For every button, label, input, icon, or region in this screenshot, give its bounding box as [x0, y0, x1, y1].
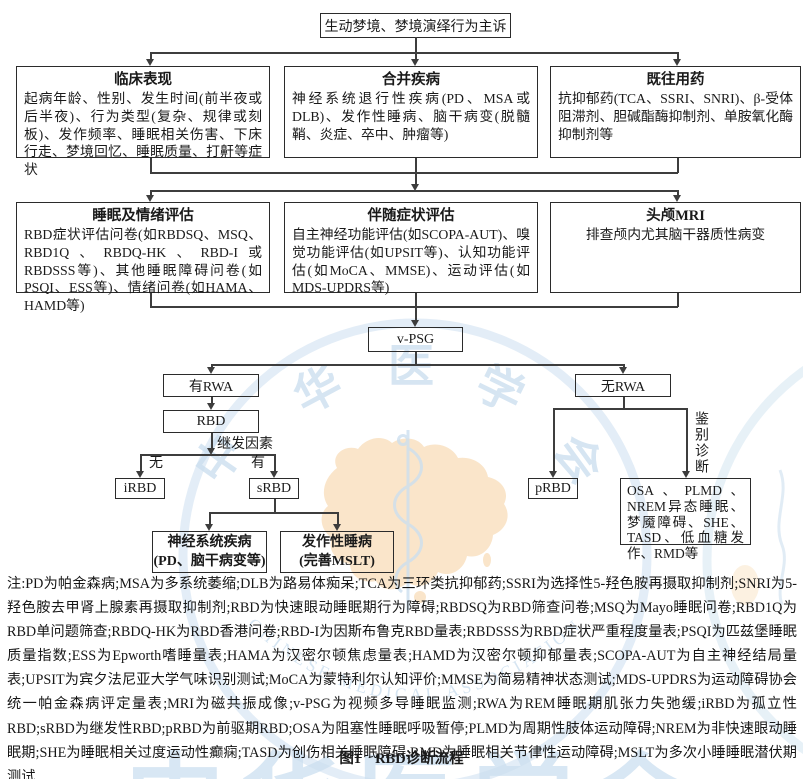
- box-accompanying-assessment: 伴随症状评估 自主神经功能评估(如SCOPA-AUT)、嗅觉功能评估(如UPSI…: [284, 202, 538, 295]
- flow-arrowhead: [145, 195, 154, 202]
- box-rbd: RBD: [163, 410, 259, 433]
- box-rwa-present: 有RWA: [163, 374, 259, 397]
- box-sleep-emotion-body: RBD症状评估问卷(如RBDSQ、MSQ、RBD1Q、RBDQ-HK、RBD-I…: [24, 227, 262, 314]
- connector-line: [150, 52, 678, 54]
- connector-line: [677, 293, 679, 307]
- label-yes: 有: [251, 456, 265, 471]
- connector-line: [623, 364, 625, 368]
- box-comorbid: 合并疾病 神经系统退行性疾病(PD、MSA或DLB)、发作性睡病、脑干病变(脱髓…: [284, 66, 538, 158]
- connector-line: [677, 52, 679, 60]
- box-medication-body: 抗抑郁药(TCA、SSRI、SNRI)、β-受体阻滞剂、胆碱酯酶抑制剂、单胺氧化…: [558, 91, 793, 142]
- box-medication: 既往用药 抗抑郁药(TCA、SSRI、SNRI)、β-受体阻滞剂、胆碱酯酶抑制剂…: [550, 66, 801, 158]
- flow-arrowhead: [681, 471, 690, 478]
- flow-arrowhead: [672, 59, 681, 66]
- connector-line: [211, 433, 213, 449]
- connector-line: [211, 364, 213, 368]
- flow-arrowhead: [206, 367, 215, 374]
- box-mri: 头颅MRI 排查颅内尤其脑干器质性病变: [550, 202, 801, 293]
- label-differential-diagnosis: 鉴别诊断: [693, 411, 708, 475]
- connector-line: [150, 293, 152, 307]
- box-rwa-absent: 无RWA: [575, 374, 671, 397]
- flow-arrowhead: [410, 320, 419, 327]
- box-clinical: 临床表现 起病年龄、性别、发生时间(前半夜或后半夜)、行为类型(复杂、规律或刻板…: [16, 66, 270, 177]
- box-sleep-emotion-title: 睡眠及情绪评估: [92, 208, 194, 224]
- box-neuro-line1: 神经系统疾病: [167, 535, 252, 550]
- connector-line: [211, 364, 624, 366]
- box-comorbid-title: 合并疾病: [382, 72, 440, 88]
- flow-arrowhead: [618, 367, 627, 374]
- flow-arrowhead: [548, 471, 557, 478]
- connector-line: [677, 190, 679, 196]
- connector-line: [686, 408, 688, 472]
- connector-line: [150, 158, 152, 173]
- connector-line: [415, 37, 417, 59]
- connector-line: [274, 499, 276, 513]
- connector-line: [623, 397, 625, 409]
- box-differential: OSA、PLMD、NREM异态睡眠、梦魇障碍、SHE、TASD、低血糖发作、RM…: [620, 478, 751, 561]
- flow-arrowhead: [269, 471, 278, 478]
- box-clinical-body: 起病年龄、性别、发生时间(前半夜或后半夜)、行为类型(复杂、规律或刻板)、发作频…: [24, 91, 262, 178]
- figure-notes: 注:PD为帕金森病;MSA为多系统萎缩;DLB为路易体痴呆;TCA为三环类抗抑郁…: [7, 576, 797, 779]
- box-irbd: iRBD: [115, 478, 165, 499]
- connector-line: [677, 158, 679, 173]
- box-accompanying-body: 自主神经功能评估(如SCOPA-AUT)、嗅觉功能评估(如UPSIT等)、认知功…: [292, 227, 530, 296]
- flow-arrowhead: [410, 184, 419, 191]
- flow-arrowhead: [206, 403, 215, 410]
- box-srbd: sRBD: [249, 478, 299, 499]
- box-clinical-title: 临床表现: [114, 72, 172, 88]
- connector-line: [150, 172, 678, 174]
- flow-arrowhead: [206, 448, 215, 455]
- box-medication-title: 既往用药: [646, 72, 705, 88]
- box-accompanying-title: 伴随症状评估: [367, 208, 455, 224]
- flow-arrowhead: [410, 59, 419, 66]
- figure-caption-title: RBD诊断流程: [375, 751, 464, 767]
- box-prbd: pRBD: [528, 478, 578, 499]
- box-narcolepsy-line1: 发作性睡病: [302, 535, 372, 550]
- connector-line: [150, 306, 678, 308]
- connector-line: [415, 293, 417, 307]
- box-narcolepsy-line2: (完善MSLT): [299, 554, 375, 569]
- connector-line: [274, 454, 276, 472]
- connector-line: [211, 397, 213, 404]
- connector-line: [150, 190, 678, 192]
- flow-arrowhead: [332, 524, 341, 531]
- flow-arrowhead: [145, 59, 154, 66]
- connector-line: [209, 512, 211, 525]
- box-vpsg: v-PSG: [368, 327, 463, 352]
- connector-line: [415, 158, 417, 173]
- connector-line: [140, 454, 142, 472]
- flow-arrowhead: [204, 524, 213, 531]
- flow-arrowhead: [672, 195, 681, 202]
- figure-caption-label: 图1: [339, 751, 362, 767]
- box-mri-title: 头颅MRI: [646, 208, 705, 224]
- box-differential-body: OSA、PLMD、NREM异态睡眠、梦魇障碍、SHE、TASD、低血糖发作、RM…: [627, 483, 744, 562]
- connector-line: [415, 352, 417, 365]
- box-sleep-emotion-assessment: 睡眠及情绪评估 RBD症状评估问卷(如RBDSQ、MSQ、RBD1Q、RBDQ-…: [16, 202, 270, 313]
- box-neuro-disease: 神经系统疾病 (PD、脑干病变等): [152, 531, 267, 573]
- figure-caption: 图1 RBD诊断流程: [0, 747, 803, 768]
- label-secondary-factor: 继发因素: [217, 437, 273, 452]
- box-comorbid-body: 神经系统退行性疾病(PD、MSA或DLB)、发作性睡病、脑干病变(脱髓鞘、炎症、…: [292, 91, 530, 142]
- label-no: 无: [149, 456, 163, 471]
- box-mri-body: 排查颅内尤其脑干器质性病变: [585, 227, 766, 242]
- connector-line: [150, 52, 152, 60]
- connector-line: [553, 408, 687, 410]
- connector-line: [415, 172, 417, 184]
- flow-arrowhead: [135, 471, 144, 478]
- box-neuro-line2: (PD、脑干病变等): [153, 554, 266, 569]
- connector-line: [553, 408, 555, 472]
- box-chief-complaint: 生动梦境、梦境演绎行为主诉: [320, 13, 511, 38]
- box-narcolepsy: 发作性睡病 (完善MSLT): [280, 531, 394, 573]
- connector-line: [415, 306, 417, 320]
- connector-line: [209, 512, 337, 514]
- connector-line: [140, 454, 275, 456]
- connector-line: [150, 190, 152, 196]
